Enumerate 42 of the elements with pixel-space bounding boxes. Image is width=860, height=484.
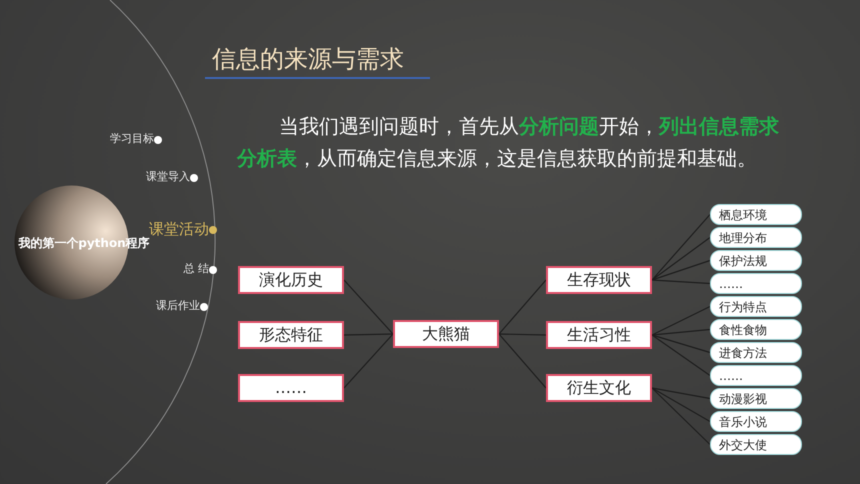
menu-item: 课后作业 — [156, 298, 200, 314]
topic-box: 生存现状 — [546, 266, 652, 294]
menu-item: 课堂活动 — [149, 219, 209, 238]
topic-box: 大熊猫 — [393, 320, 499, 348]
subtopic-bubble: 栖息环境 — [710, 204, 802, 225]
connector-line — [652, 334, 710, 376]
menu-item: 学习目标 — [110, 131, 154, 147]
connector-line — [344, 333, 394, 336]
subtopic-bubble: …… — [710, 365, 802, 386]
connector-line — [652, 328, 710, 336]
subtopic-bubble: 地理分布 — [710, 227, 802, 248]
connector-line — [498, 280, 546, 334]
connector-line — [498, 334, 546, 388]
connector-line — [344, 280, 394, 334]
topic-box: 演化历史 — [238, 266, 344, 294]
subtopic-bubble: 音乐小说 — [710, 411, 802, 432]
connector-line — [652, 306, 710, 336]
connector-line — [652, 260, 710, 281]
topic-box: 生活习性 — [546, 321, 652, 349]
subtopic-bubble: …… — [710, 273, 802, 294]
subtopic-bubble: 行为特点 — [710, 296, 802, 317]
connector-line — [652, 214, 710, 280]
title: 信息的来源与需求 — [212, 44, 404, 75]
topic-box: …… — [238, 374, 344, 402]
subtopic-bubble: 外交大使 — [710, 434, 802, 455]
subtopic-bubble: 食性食物 — [710, 319, 802, 340]
connector-line — [652, 387, 710, 400]
connector-line — [498, 333, 546, 336]
subtopic-bubble: 保护法规 — [710, 250, 802, 271]
connector-line — [652, 334, 710, 354]
menu-item: 总 结 — [184, 261, 209, 277]
connector-line — [344, 334, 394, 388]
connector-line — [652, 237, 710, 280]
menu-item: 课堂导入 — [146, 169, 190, 185]
connector-line — [652, 387, 710, 422]
topic-box: 形态特征 — [238, 321, 344, 349]
topic-box: 衍生文化 — [546, 374, 652, 402]
subtopic-bubble: 进食方法 — [710, 342, 802, 363]
subtopic-bubble: 动漫影视 — [710, 388, 802, 409]
paragraph: 当我们遇到问题时，首先从分析问题开始，列出信息需求分析表，从而确定信息来源，这是信息获取的前提和基础。 — [237, 113, 780, 172]
connector-line — [652, 279, 710, 284]
connector-line — [652, 388, 710, 445]
